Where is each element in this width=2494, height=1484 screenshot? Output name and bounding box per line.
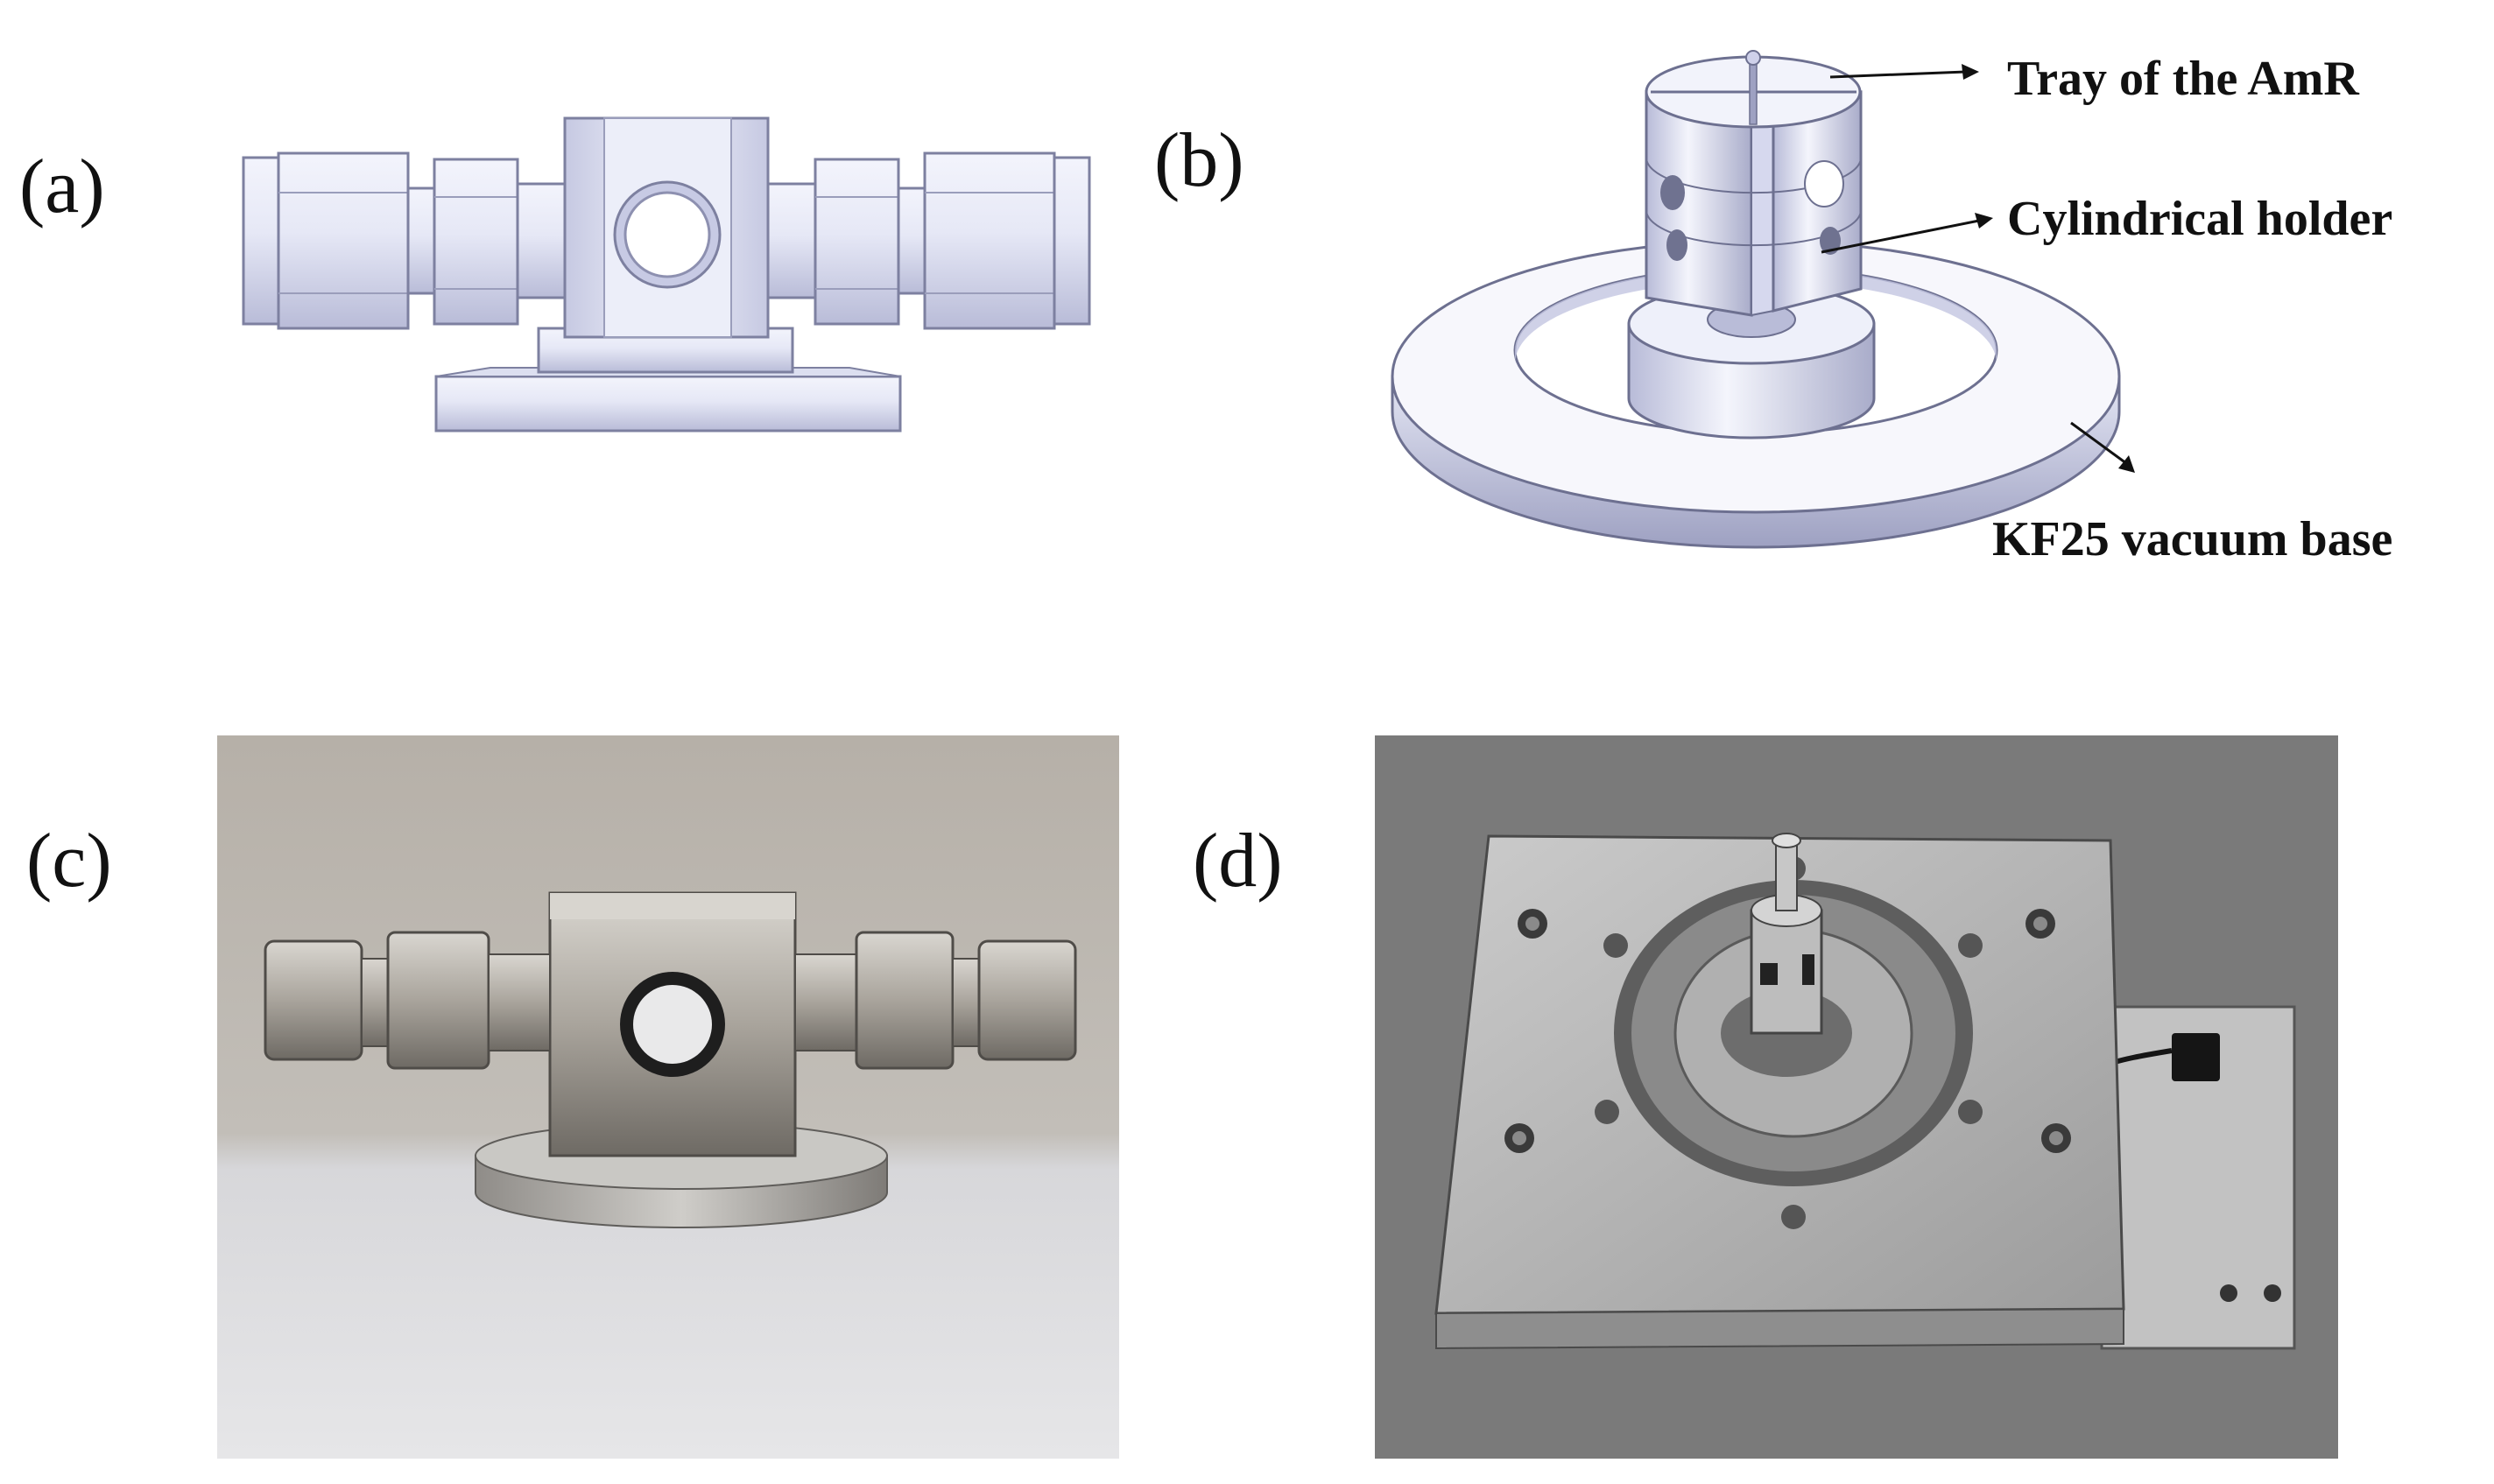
panel-a-cad-drawing [242, 116, 1091, 433]
panel-c-photo [217, 735, 1119, 1459]
panel-b-cad-drawing [1391, 50, 2135, 549]
callout-cylindrical-holder: Cylindrical holder [2007, 192, 2393, 246]
panel-label-b: (b) [1154, 118, 1244, 203]
panel-label-d: (d) [1193, 819, 1283, 904]
panel-label-c: (c) [26, 819, 112, 904]
callout-tray-of-the-amr: Tray of the AmR [2007, 52, 2359, 106]
callout-kf25-vacuum-base: KF25 vacuum base [1992, 512, 2393, 566]
panel-label-a: (a) [19, 144, 105, 229]
panel-d-photo [1375, 735, 2338, 1459]
